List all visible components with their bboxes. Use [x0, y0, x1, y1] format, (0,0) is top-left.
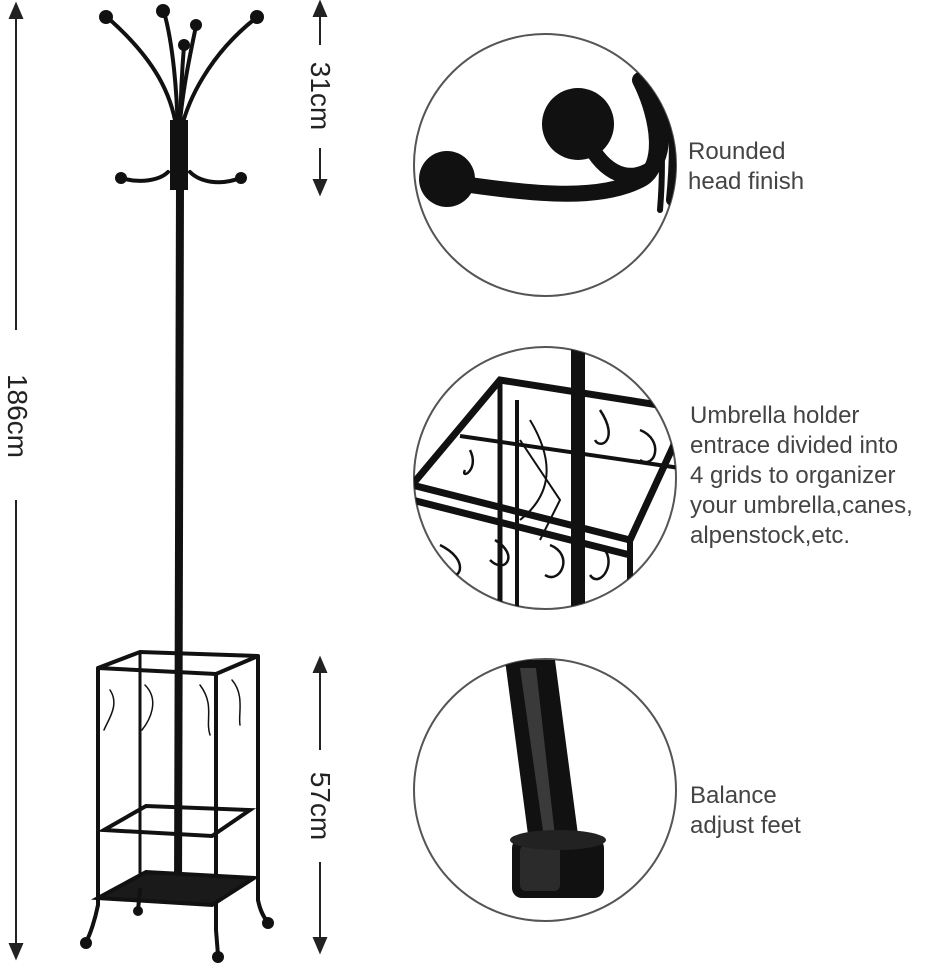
- feature-line: your umbrella,canes,: [690, 492, 913, 519]
- feature-line: Balance: [690, 782, 777, 809]
- detail-balance-feet: [413, 658, 677, 922]
- detail-rounded-head: [413, 33, 677, 297]
- feature-line: 4 grids to organizer: [690, 462, 896, 489]
- feature-line: entrace divided into: [690, 432, 899, 459]
- detail-umbrella-holder: [413, 346, 677, 610]
- base-height-dimension: [312, 655, 328, 955]
- feature-line: alpenstock,etc.: [690, 522, 851, 549]
- feature-rounded-head-text: Rounded head finish: [688, 137, 804, 197]
- coat-rack: [84, 10, 270, 957]
- feature-umbrella-holder-text: Umbrella holder entrace divided into 4 g…: [690, 401, 913, 551]
- coat-rack-knobs: [80, 4, 274, 963]
- base-height-label: 57cm: [305, 771, 336, 841]
- top-height-dimension: [312, 0, 328, 197]
- top-height-label: 31cm: [305, 61, 336, 131]
- total-height-label: 186cm: [2, 373, 33, 459]
- feature-line: adjust feet: [690, 812, 801, 839]
- feature-line: Rounded: [688, 138, 786, 165]
- feature-balance-feet-text: Balance adjust feet: [690, 781, 801, 841]
- feature-line: head finish: [688, 168, 805, 195]
- total-height-dimension: [8, 1, 24, 961]
- feature-line: Umbrella holder: [690, 402, 860, 429]
